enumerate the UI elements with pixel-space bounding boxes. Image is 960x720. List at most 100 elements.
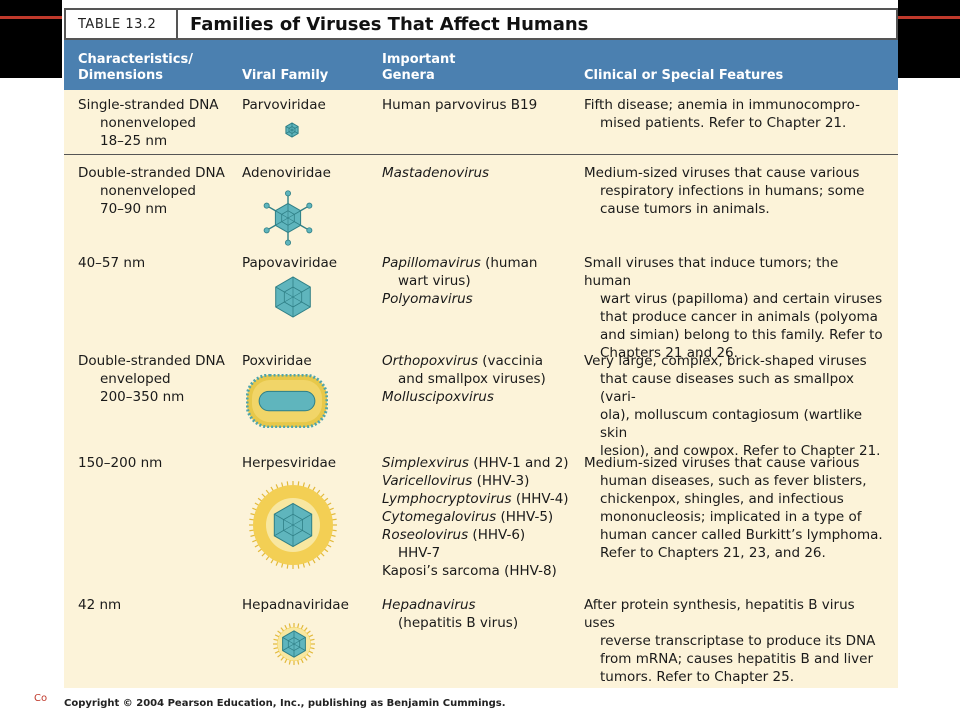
cell-characteristics: Double-stranded DNA enveloped 200–350 nm <box>78 352 236 406</box>
genus-name: Orthopoxvirus <box>382 353 478 369</box>
accent-line-right <box>898 16 960 19</box>
feature-line: lesion), and cowpox. Refer to Chapter 21… <box>600 443 881 459</box>
feature-line: Medium-sized viruses that cause various <box>584 165 860 181</box>
characteristics-line: nonenveloped <box>100 183 196 199</box>
header-line: Clinical or Special Features <box>584 68 784 83</box>
herpesvirus-icon <box>248 480 338 574</box>
genus-line: Mastadenovirus <box>382 164 577 182</box>
genus-name: Kaposi’s sarcoma (HHV-8) <box>382 563 557 579</box>
cell-clinical-features: Small viruses that induce tumors; the hu… <box>584 254 884 362</box>
feature-line: cause tumors in animals. <box>600 201 770 217</box>
cell-genera: Simplexvirus (HHV-1 and 2)Varicellovirus… <box>382 454 577 580</box>
genus-name: Human parvovirus B19 <box>382 97 538 113</box>
cell-genera: Human parvovirus B19 <box>382 96 577 114</box>
genus-name: Simplexvirus <box>382 455 469 471</box>
parvovirus-icon <box>284 122 300 142</box>
slide-footer-fragment: Co <box>34 693 48 704</box>
feature-line: Chapters 21 and 26. <box>600 345 738 361</box>
feature-line: that cause diseases such as smallpox (va… <box>600 371 855 405</box>
header-line: Important <box>382 52 456 67</box>
feature-line: and simian) belong to this family. Refer… <box>600 327 883 343</box>
feature-line: Small viruses that induce tumors; the hu… <box>584 255 839 289</box>
genus-note: (HHV-6) <box>468 527 526 543</box>
feature-line: tumors. Refer to Chapter 25. <box>600 669 794 685</box>
genus-name: Hepadnavirus <box>382 597 476 613</box>
genus-note: (HHV-3) <box>472 473 530 489</box>
poxvirus-icon <box>245 373 329 432</box>
feature-line: from mRNA; causes hepatitis B and liver <box>600 651 874 667</box>
genus-note: (human <box>480 255 538 271</box>
header-line: Dimensions <box>78 68 163 83</box>
header-line: Viral Family <box>242 68 329 83</box>
cell-characteristics: 42 nm <box>78 596 236 614</box>
feature-line: Medium-sized viruses that cause various <box>584 455 860 471</box>
feature-line: human diseases, such as fever blisters, <box>600 473 867 489</box>
genus-name: Cytomegalovirus <box>382 509 497 525</box>
cell-clinical-features: After protein synthesis, hepatitis B vir… <box>584 596 884 686</box>
cell-clinical-features: Very large, complex, brick-shaped viruse… <box>584 352 884 460</box>
feature-line: chickenpox, shingles, and infectious <box>600 491 844 507</box>
genus-name: Papillomavirus <box>382 255 481 271</box>
header-clinical-features: Clinical or Special Features <box>584 40 884 90</box>
genus-note: (HHV-5) <box>496 509 554 525</box>
characteristics-line: 42 nm <box>78 597 122 613</box>
table-header-row: Characteristics/ Dimensions Viral Family… <box>64 40 898 90</box>
cell-viral-family: Hepadnaviridae <box>242 597 349 613</box>
cell-genera: Orthopoxvirus (vaccinia and smallpox viru… <box>382 352 577 406</box>
copyright-notice: Copyright © 2004 Pearson Education, Inc.… <box>64 698 506 709</box>
feature-line: mononucleosis; implicated in a type of <box>600 509 862 525</box>
cell-genera: Mastadenovirus <box>382 164 577 182</box>
feature-line: ola), molluscum contagiosum (wartlike sk… <box>600 407 863 441</box>
feature-line: human cancer called Burkitt’s lymphoma. <box>600 527 883 543</box>
cell-viral-family: Adenoviridae <box>242 165 331 181</box>
genus-note: (vaccinia <box>477 353 543 369</box>
genus-name: Varicellovirus <box>382 473 473 489</box>
genus-note: (HHV-4) <box>511 491 569 507</box>
header-viral-family: Viral Family <box>242 40 382 90</box>
genus-line: Varicellovirus (HHV-3) <box>382 472 577 490</box>
genus-note: (HHV-1 and 2) <box>468 455 569 471</box>
characteristics-line: enveloped <box>100 371 171 387</box>
genus-line: wart virus) <box>382 272 577 290</box>
genus-line: Polyomavirus <box>382 290 577 308</box>
genus-name: Lymphocryptovirus <box>382 491 512 507</box>
genus-line: Simplexvirus (HHV-1 and 2) <box>382 454 577 472</box>
cell-viral-family: Papovaviridae <box>242 255 338 271</box>
genus-line: Papillomavirus (human <box>382 254 577 272</box>
characteristics-line: 200–350 nm <box>100 389 185 405</box>
feature-line: reverse transcriptase to produce its DNA <box>600 633 876 649</box>
genus-name: and smallpox viruses) <box>398 371 546 387</box>
genus-line: Lymphocryptovirus (HHV-4) <box>382 490 577 508</box>
cell-viral-family: Herpesviridae <box>242 455 337 471</box>
genus-line: Cytomegalovirus (HHV-5) <box>382 508 577 526</box>
header-line: Genera <box>382 68 435 83</box>
feature-line: that produce cancer in animals (polyoma <box>600 309 878 325</box>
table-number: TABLE 13.2 <box>66 10 178 38</box>
feature-line: respiratory infections in humans; some <box>600 183 865 199</box>
feature-line: mised patients. Refer to Chapter 21. <box>600 115 847 131</box>
characteristics-line: 70–90 nm <box>100 201 168 217</box>
feature-line: Fifth disease; anemia in immunocompro- <box>584 97 860 113</box>
characteristics-line: Double-stranded DNA <box>78 353 225 369</box>
characteristics-line: 40–57 nm <box>78 255 146 271</box>
genus-name: HHV-7 <box>398 545 441 561</box>
genus-name: Mastadenovirus <box>382 165 490 181</box>
characteristics-line: 18–25 nm <box>100 133 168 149</box>
table-title-bar: TABLE 13.2 Families of Viruses That Affe… <box>64 8 898 40</box>
characteristics-line: Single-stranded DNA <box>78 97 219 113</box>
genus-name: (hepatitis B virus) <box>398 615 519 631</box>
genus-line: Roseolovirus (HHV-6) <box>382 526 577 544</box>
genus-line: Hepadnavirus <box>382 596 577 614</box>
cell-genera: Hepadnavirus (hepatitis B virus) <box>382 596 577 632</box>
cell-clinical-features: Medium-sized viruses that cause various h… <box>584 454 884 562</box>
feature-line: Refer to Chapters 21, 23, and 26. <box>600 545 826 561</box>
cell-characteristics: 40–57 nm <box>78 254 236 272</box>
cell-clinical-features: Medium-sized viruses that cause various r… <box>584 164 884 218</box>
cell-viral-family: Parvoviridae <box>242 97 326 113</box>
genus-line: and smallpox viruses) <box>382 370 577 388</box>
genus-name: wart virus) <box>398 273 471 289</box>
